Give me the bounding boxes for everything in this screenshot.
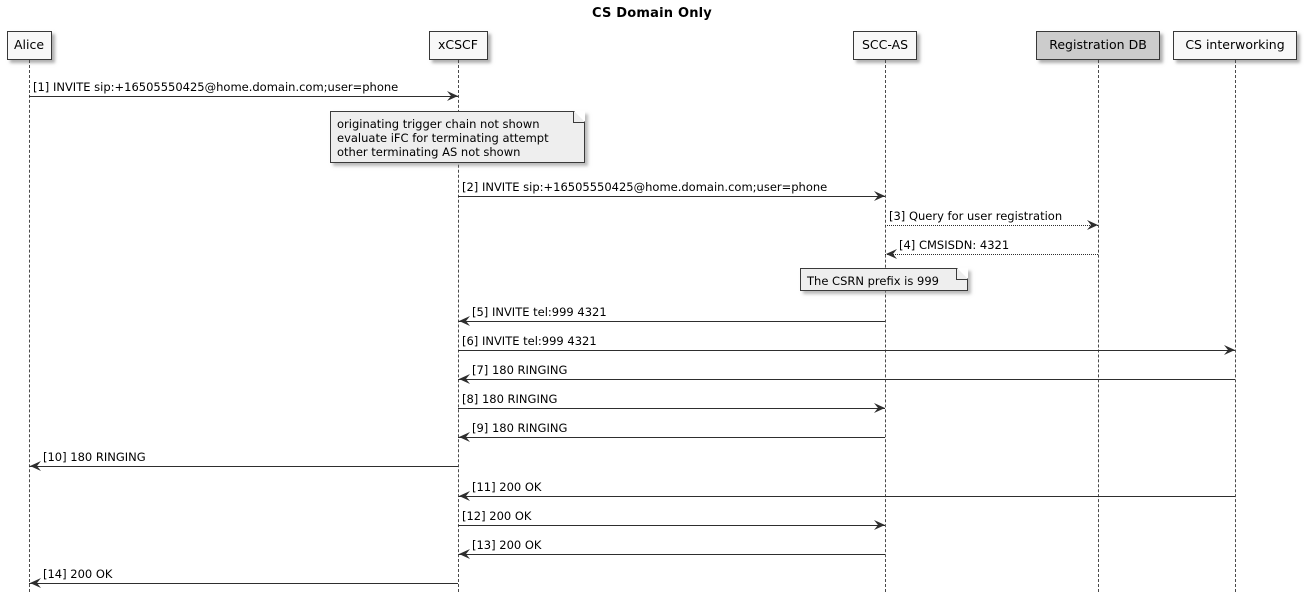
participant-csiw[interactable]: CS interworking: [1173, 31, 1297, 60]
message-line: [458, 379, 1235, 380]
participant-label: SCC-AS: [861, 37, 909, 53]
participant-label: CS interworking: [1185, 37, 1285, 53]
note-fold-icon: [957, 268, 968, 279]
message-line: [29, 96, 458, 97]
message-line: [458, 408, 885, 409]
note-text: The CSRN prefix is 999: [807, 274, 939, 288]
message-line: [885, 225, 1098, 226]
message-line: [458, 525, 885, 526]
lifeline-regdb: [1098, 60, 1099, 592]
message-line: [458, 196, 885, 197]
participant-regdb[interactable]: Registration DB: [1036, 31, 1160, 60]
message-label: [11] 200 OK: [472, 479, 542, 494]
message-label: [4] CMSISDN: 4321: [899, 237, 1010, 252]
participant-label: xCSCF: [438, 37, 478, 53]
message-label: [3] Query for user registration: [889, 208, 1063, 223]
lifeline-csiw: [1235, 60, 1236, 592]
participant-sccas[interactable]: SCC-AS: [853, 31, 917, 60]
message-label: [13] 200 OK: [472, 537, 542, 552]
message-label: [9] 180 RINGING: [472, 420, 568, 435]
message-line: [458, 321, 885, 322]
note-fold-edge-icon: [573, 111, 585, 123]
message-line: [29, 466, 458, 467]
message-line: [458, 496, 1235, 497]
lifeline-sccas: [885, 60, 886, 592]
page-title: CS Domain Only: [592, 6, 712, 21]
message-label: [12] 200 OK: [462, 508, 532, 523]
message-label: [2] INVITE sip:+16505550425@home.domain.…: [462, 179, 828, 194]
message-label: [7] 180 RINGING: [472, 362, 568, 377]
message-label: [10] 180 RINGING: [43, 449, 146, 464]
note-text: originating trigger chain not shown eval…: [337, 117, 549, 159]
message-line: [885, 254, 1098, 255]
participant-label: Alice: [13, 37, 45, 53]
message-label: [14] 200 OK: [43, 566, 113, 581]
message-label: [8] 180 RINGING: [462, 391, 558, 406]
note-originating: originating trigger chain not shown eval…: [330, 111, 585, 163]
message-line: [458, 437, 885, 438]
message-line: [458, 350, 1235, 351]
message-label: [5] INVITE tel:999 4321: [472, 304, 607, 319]
note-csrn: The CSRN prefix is 999: [800, 268, 968, 291]
message-label: [6] INVITE tel:999 4321: [462, 333, 597, 348]
lifeline-alice: [29, 60, 30, 592]
note-fold-edge-icon: [956, 268, 968, 280]
lifeline-xcscf: [458, 60, 459, 592]
message-label: [1] INVITE sip:+16505550425@home.domain.…: [33, 79, 399, 94]
message-line: [458, 554, 885, 555]
participant-label: Registration DB: [1049, 37, 1147, 53]
participant-xcscf[interactable]: xCSCF: [428, 31, 488, 60]
note-fold-icon: [574, 111, 585, 122]
message-line: [29, 583, 458, 584]
participant-alice[interactable]: Alice: [6, 31, 52, 60]
